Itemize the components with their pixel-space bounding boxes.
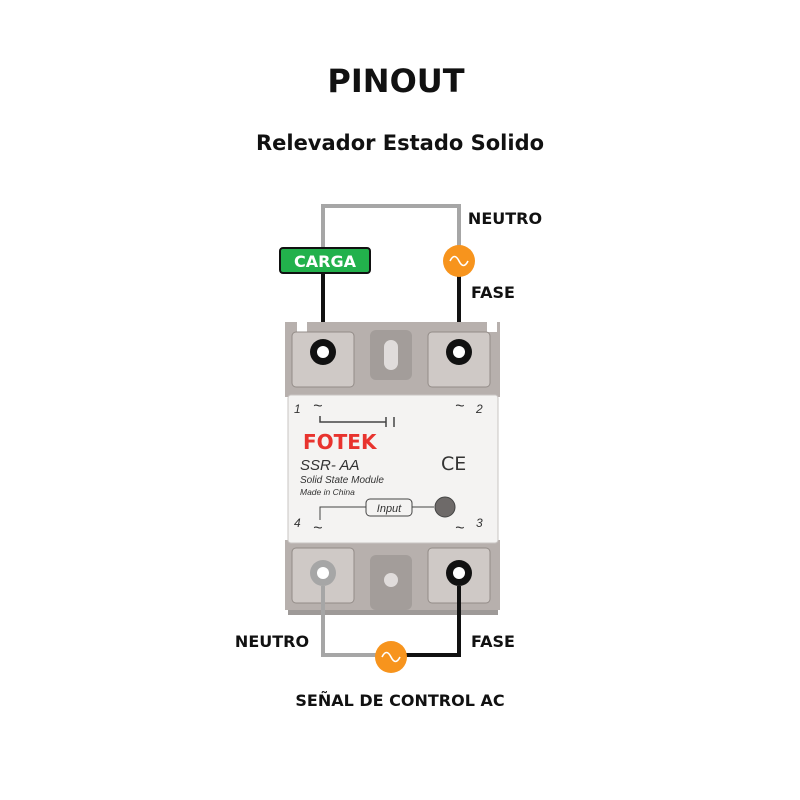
indicator-led	[434, 496, 456, 518]
top-neutral-wire	[321, 204, 461, 250]
pin-1-label: 1	[294, 402, 301, 416]
ac-source-icon	[443, 245, 475, 277]
top-neutral-label: NEUTRO	[468, 209, 542, 228]
bottom-phase-label: FASE	[471, 632, 515, 651]
control-signal-label: SEÑAL DE CONTROL AC	[295, 691, 504, 710]
switch-symbol	[319, 416, 386, 423]
pin-4-label: 4	[294, 516, 301, 530]
bottom-neutral-label: NEUTRO	[235, 632, 309, 651]
control-ac-source-icon	[375, 641, 407, 673]
ac-symbol-2: ~	[455, 398, 464, 415]
brand-logo: FOTEK	[303, 430, 378, 454]
page-title: PINOUT	[327, 62, 464, 100]
terminal-4	[310, 560, 336, 586]
bottom-phase-wire	[406, 586, 461, 657]
page-subtitle: Relevador Estado Solido	[256, 131, 544, 155]
input-box	[365, 498, 413, 517]
model-label: SSR- AA	[300, 457, 359, 474]
terminal-1	[310, 339, 336, 365]
input-label: Input	[377, 503, 402, 515]
top-phase-label: FASE	[471, 283, 515, 302]
bottom-neutral-wire	[321, 586, 376, 657]
origin-label: Made in China	[300, 487, 355, 497]
description-label: Solid State Module	[300, 475, 384, 486]
pin-2-label: 2	[475, 402, 483, 416]
ac-symbol-3: ~	[455, 520, 464, 537]
solid-state-relay	[285, 322, 500, 615]
terminal-3	[446, 560, 472, 586]
ac-symbol-4: ~	[313, 520, 322, 537]
load-badge: CARGA	[279, 247, 371, 274]
load-label: CARGA	[294, 252, 357, 271]
ce-mark: CE	[441, 453, 466, 475]
terminal-2	[446, 339, 472, 365]
pin-3-label: 3	[476, 516, 483, 530]
ac-symbol-1: ~	[313, 398, 322, 415]
